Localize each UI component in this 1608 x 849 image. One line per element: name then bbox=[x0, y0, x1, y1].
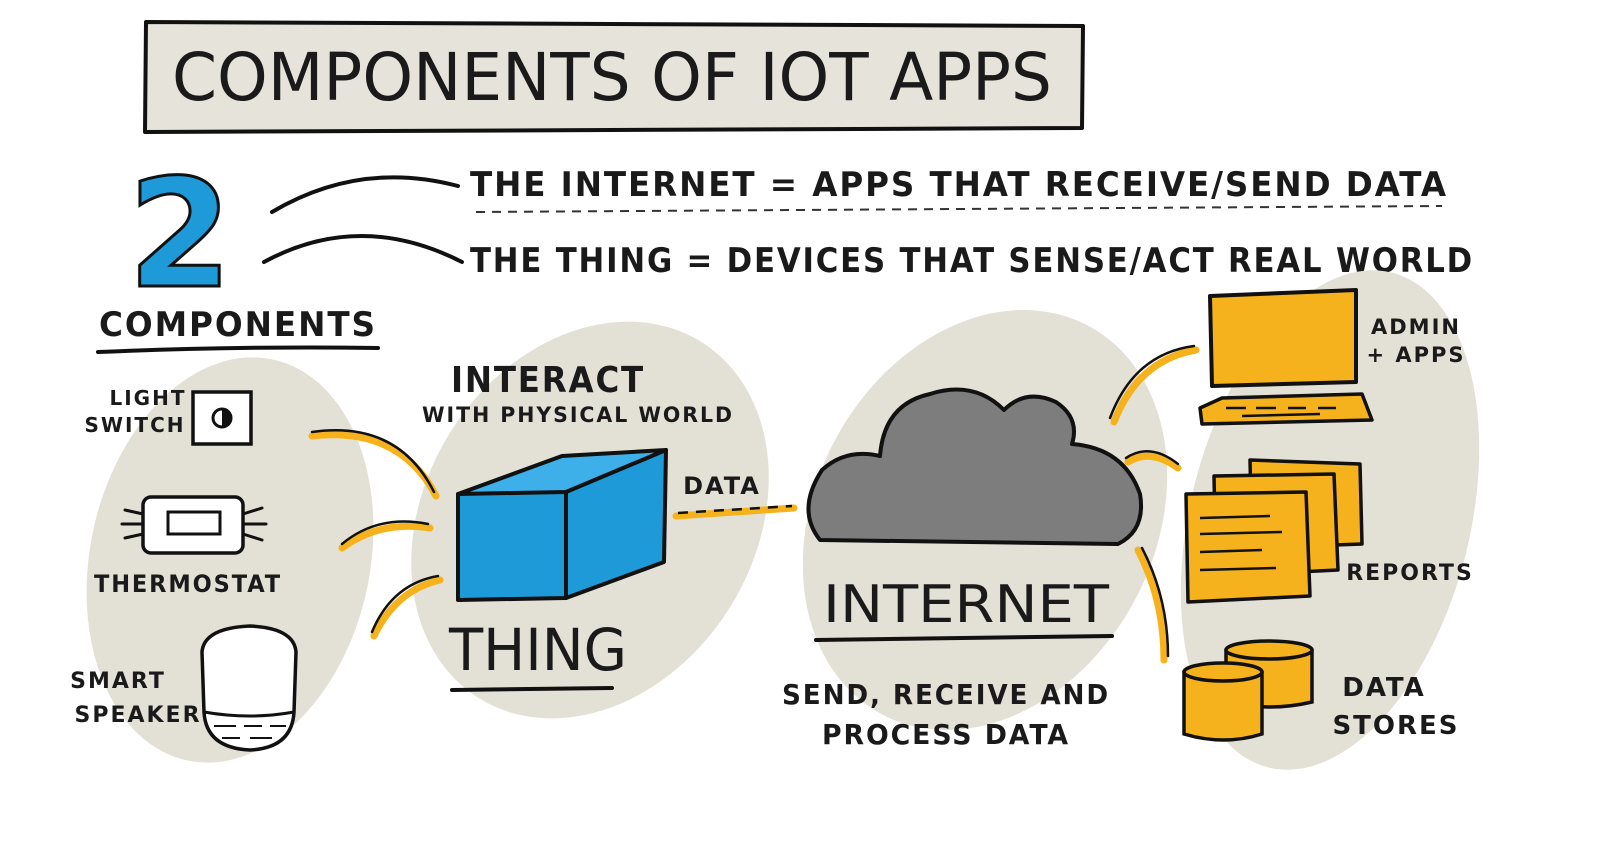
page-title: COMPONENTS OF IOT APPS bbox=[172, 39, 1052, 116]
thing-label: THING bbox=[448, 616, 627, 684]
data-link bbox=[672, 504, 798, 520]
thermostat: THERMOSTAT bbox=[94, 495, 282, 598]
reports-icon bbox=[1184, 458, 1364, 604]
data-link-label: DATA bbox=[683, 472, 761, 500]
thing-subheading: WITH PHYSICAL WORLD bbox=[422, 403, 734, 427]
internet-description-line2: PROCESS DATA bbox=[822, 718, 1070, 751]
smart-speaker-icon bbox=[200, 624, 298, 752]
thermostat-label: THERMOSTAT bbox=[94, 570, 282, 598]
smart-speaker-label-line1: SMART bbox=[70, 669, 166, 694]
data-stores-label-line2: STORES bbox=[1332, 711, 1459, 741]
dashed-divider bbox=[475, 205, 1443, 213]
light-switch: LIGHT SWITCH bbox=[85, 386, 253, 446]
data-stores-label-line1: DATA bbox=[1342, 673, 1426, 703]
devices-blob bbox=[86, 357, 374, 763]
definition-internet: THE INTERNET = APPS THAT RECEIVE/SEND DA… bbox=[470, 165, 1448, 205]
device-wires bbox=[308, 429, 444, 640]
definition-connector-bottom bbox=[262, 234, 464, 264]
light-switch-label-line1: LIGHT bbox=[110, 386, 187, 410]
smart-speaker: SMART SPEAKER bbox=[70, 624, 298, 752]
title-box: COMPONENTS OF IOT APPS bbox=[143, 20, 1085, 134]
data-stores-icon bbox=[1182, 639, 1314, 742]
components-count: 2 COMPONENTS bbox=[96, 147, 380, 354]
reports-label: REPORTS bbox=[1346, 561, 1474, 586]
definition-connector-top bbox=[270, 175, 460, 214]
definition-thing: THE THING = DEVICES THAT SENSE/ACT REAL … bbox=[470, 241, 1474, 281]
smart-speaker-label-line2: SPEAKER bbox=[74, 703, 201, 728]
light-switch-label-line2: SWITCH bbox=[85, 413, 186, 437]
components-number: 2 bbox=[128, 148, 232, 322]
components-label: COMPONENTS bbox=[99, 305, 377, 345]
cloud-icon bbox=[806, 387, 1143, 546]
laptop-icon bbox=[1198, 288, 1374, 426]
admin-apps-label-line2: + APPS bbox=[1366, 343, 1465, 367]
internet-underline bbox=[814, 634, 1114, 642]
internet-label: INTERNET bbox=[823, 575, 1109, 635]
thing-cube-icon bbox=[456, 448, 668, 602]
admin-apps-label-line1: ADMIN bbox=[1371, 315, 1461, 339]
thing-heading: INTERACT bbox=[451, 360, 645, 401]
internet-description-line1: SEND, RECEIVE AND bbox=[782, 678, 1110, 711]
app-wires bbox=[1108, 344, 1200, 664]
thing-underline bbox=[450, 686, 614, 692]
